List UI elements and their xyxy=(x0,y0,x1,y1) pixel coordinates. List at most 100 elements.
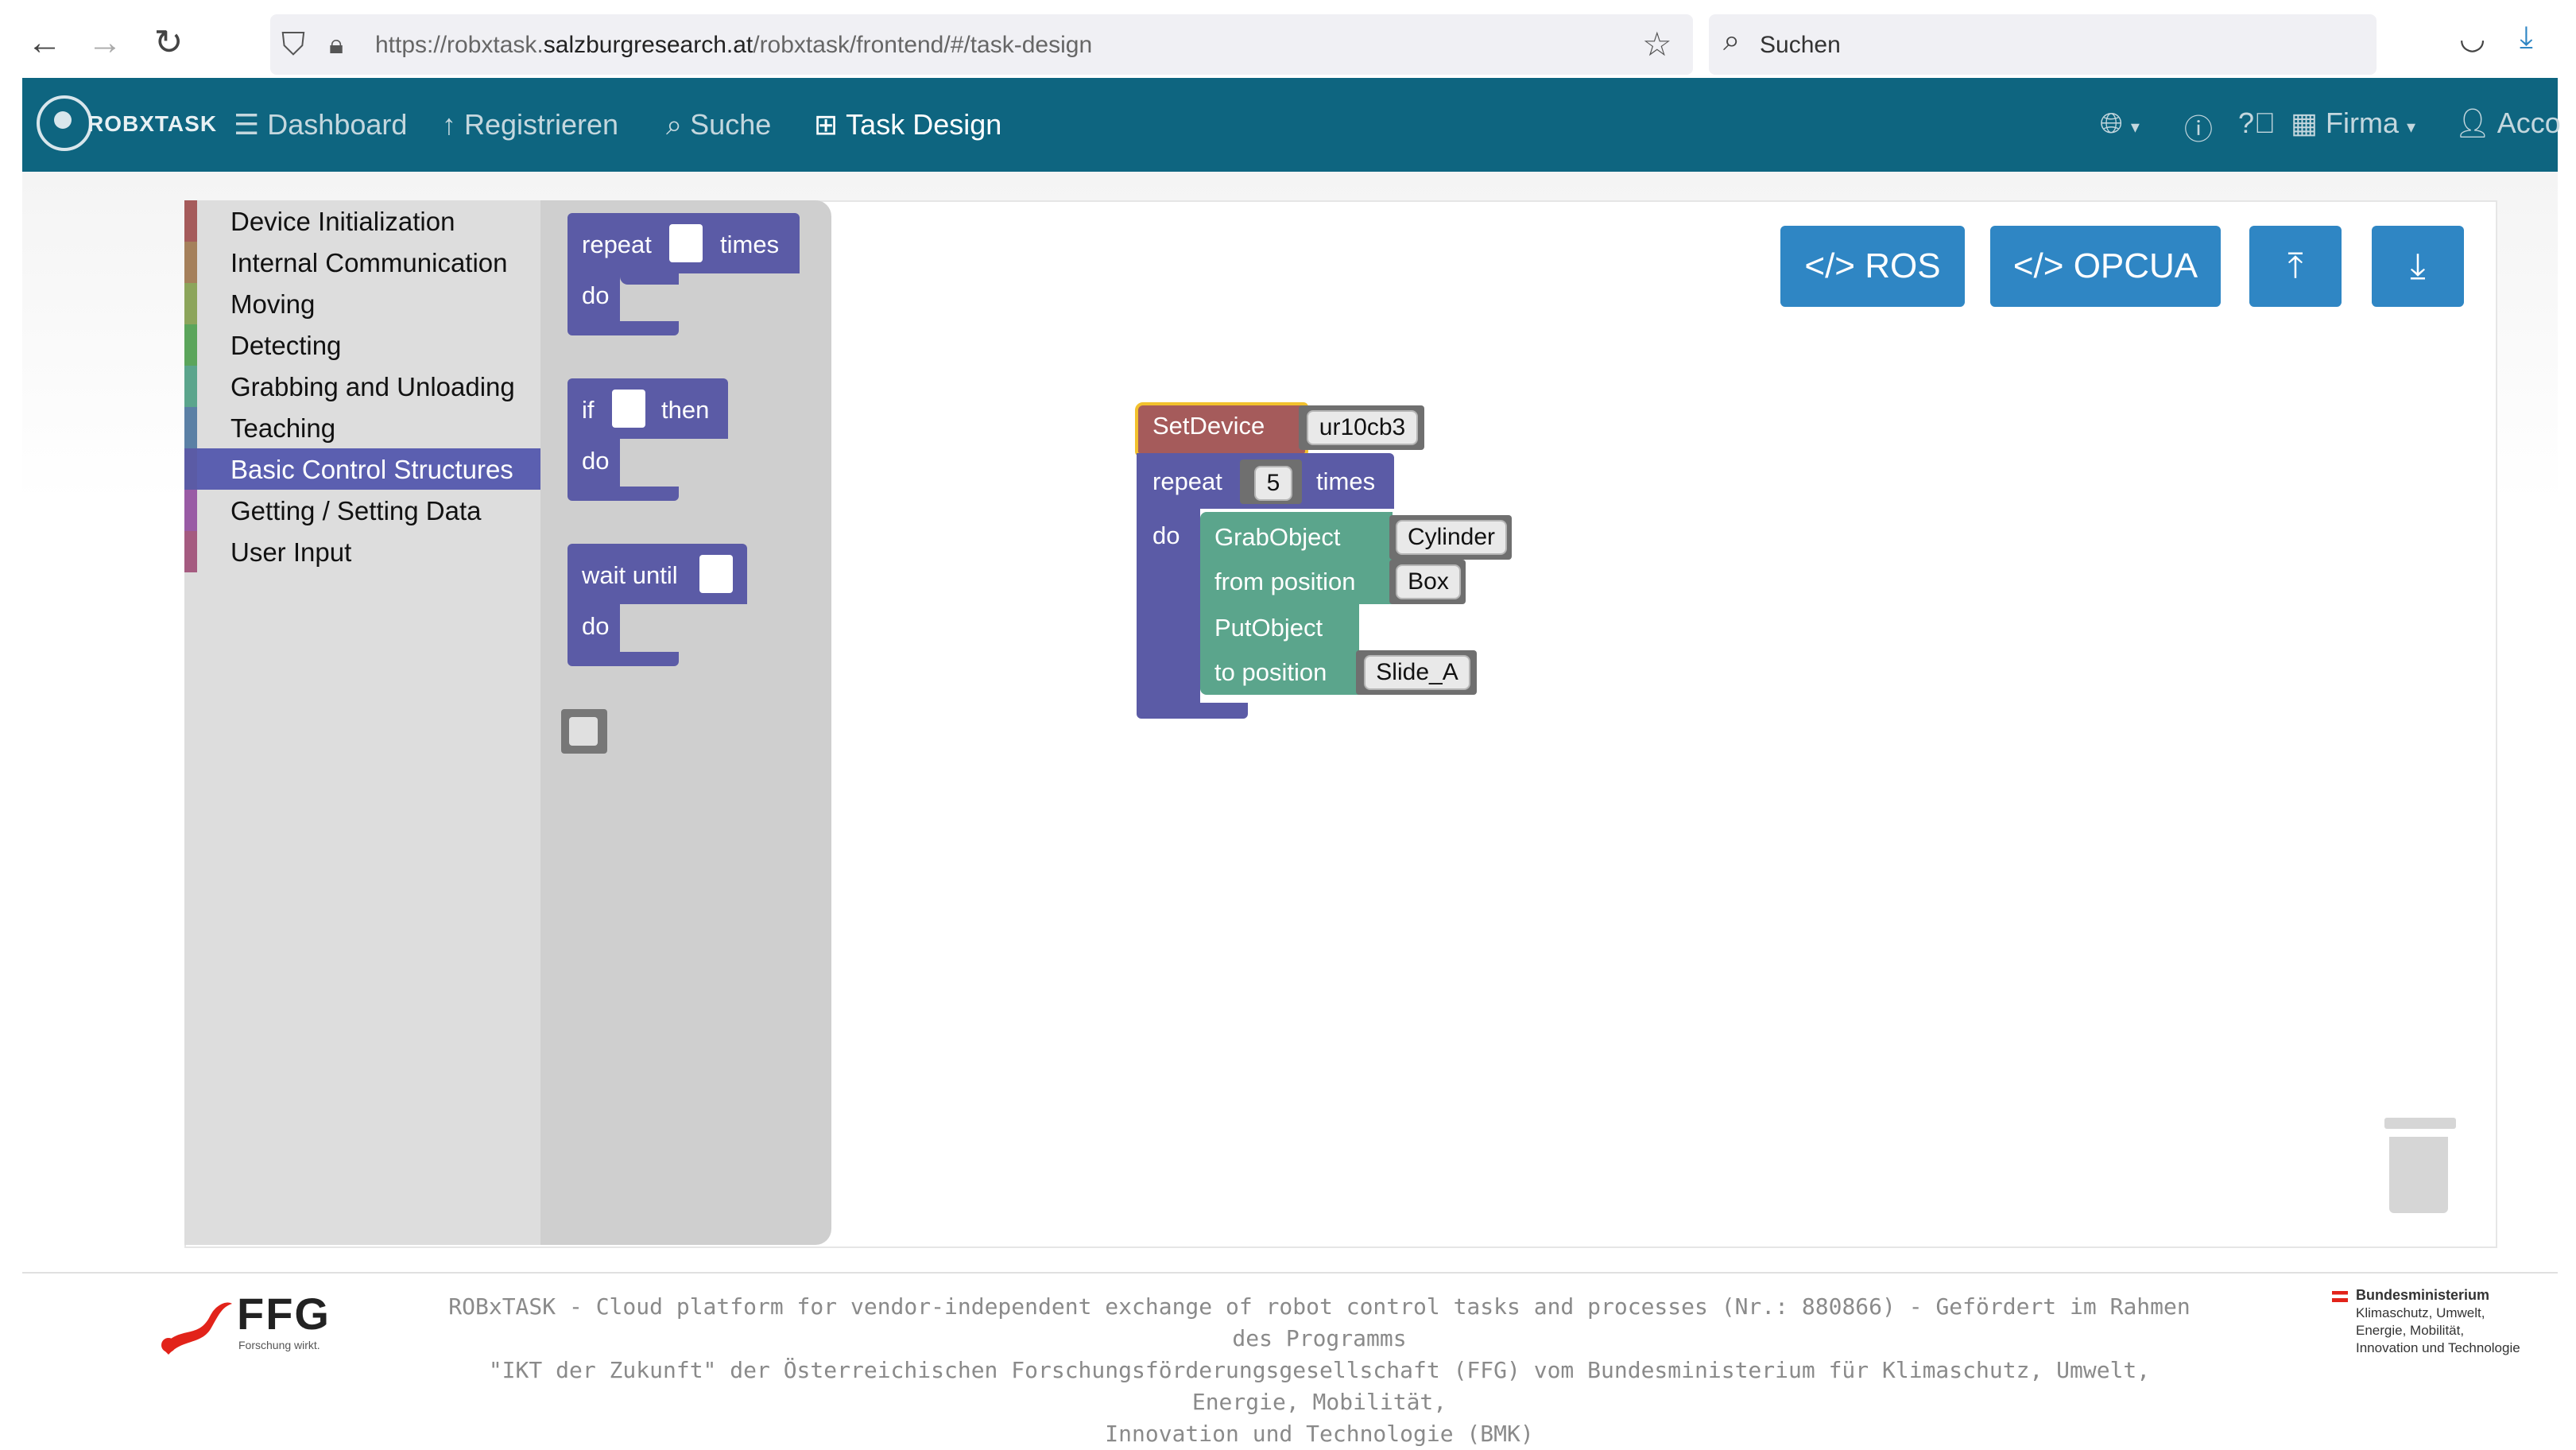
category-label: Getting / Setting Data xyxy=(230,496,482,525)
url-text[interactable]: https://robxtask.salzburgresearch.at/rob… xyxy=(375,32,1093,58)
category-grabbing-unloading[interactable]: Grabbing and Unloading xyxy=(184,366,540,407)
block-text-do: do xyxy=(582,281,610,309)
help-icon[interactable]: ?⃝ xyxy=(2238,107,2276,139)
list-icon: ☰ xyxy=(234,108,260,141)
category-user-input[interactable]: User Input xyxy=(184,531,540,572)
category-color-bar xyxy=(184,324,197,366)
nav-dashboard-label: Dashboard xyxy=(267,108,408,141)
trash-icon[interactable] xyxy=(2384,1118,2456,1213)
category-label: Basic Control Structures xyxy=(230,455,513,484)
nav-registrieren[interactable]: ↑Registrieren xyxy=(442,108,618,142)
nav-task-design-label: Task Design xyxy=(846,108,1002,141)
block-shape xyxy=(620,273,679,285)
block-text-wait-until: wait until xyxy=(582,561,678,589)
input-slot[interactable] xyxy=(612,390,645,428)
object-field[interactable]: Cylinder xyxy=(1396,520,1507,555)
category-label: Internal Communication xyxy=(230,248,508,277)
account-label: Acco xyxy=(2497,107,2561,139)
pocket-icon[interactable]: ◡ xyxy=(2459,22,2486,56)
category-label: Device Initialization xyxy=(230,207,455,236)
category-detecting[interactable]: Detecting xyxy=(184,324,540,366)
putobject-label: PutObject xyxy=(1214,614,1323,642)
export-opcua-button[interactable]: </> OPCUA xyxy=(1990,226,2221,307)
ffg-logo: FFG Forschung wirkt. xyxy=(154,1285,345,1364)
info-icon[interactable]: ⓘ xyxy=(2184,113,2214,145)
category-device-initialization[interactable]: Device Initialization xyxy=(184,200,540,242)
bmk-title: Bundesministerium xyxy=(2356,1287,2490,1303)
count-field[interactable]: 5 xyxy=(1254,466,1292,501)
nav-dashboard[interactable]: ☰Dashboard xyxy=(234,108,407,142)
shield-icon[interactable]: ⛉ xyxy=(281,27,305,62)
caret-down-icon: ▾ xyxy=(2130,117,2140,137)
putobject-block[interactable] xyxy=(1200,604,1359,695)
category-color-bar xyxy=(184,448,197,490)
ros-label: ROS xyxy=(1865,246,1941,285)
download-button[interactable]: ⤓ xyxy=(2372,226,2464,307)
block-shape xyxy=(567,321,679,335)
category-getting-setting-data[interactable]: Getting / Setting Data xyxy=(184,490,540,531)
bmk-line-3: Innovation und Technologie xyxy=(2356,1340,2520,1355)
input-slot xyxy=(569,717,598,746)
do-label: do xyxy=(1152,521,1180,549)
nav-suche-label: Suche xyxy=(690,108,772,141)
language-dropdown[interactable]: 🌐︎ ▾ xyxy=(2100,107,2140,141)
category-moving[interactable]: Moving xyxy=(184,283,540,324)
block-shape xyxy=(567,487,679,501)
category-basic-control-structures[interactable]: Basic Control Structures xyxy=(184,448,540,490)
category-label: Moving xyxy=(230,289,316,319)
input-slot[interactable] xyxy=(669,224,703,262)
code-icon: </> xyxy=(1804,246,1856,285)
account-menu[interactable]: 👤︎ Acco xyxy=(2454,107,2561,140)
browser-toolbar: ← → ↻ ⛉ 🔒︎ https://robxtask.salzburgrese… xyxy=(0,0,2576,79)
address-bar[interactable]: ⛉ 🔒︎ https://robxtask.salzburgresearch.a… xyxy=(270,14,1693,75)
category-color-bar xyxy=(184,531,197,572)
forward-arrow-icon[interactable]: → xyxy=(87,23,122,62)
to-field[interactable]: Slide_A xyxy=(1364,655,1470,690)
block-shape xyxy=(567,439,620,487)
block-text-times: times xyxy=(720,231,780,258)
category-teaching[interactable]: Teaching xyxy=(184,407,540,448)
back-arrow-icon[interactable]: ← xyxy=(27,23,62,62)
trash-lid xyxy=(2384,1118,2456,1129)
setdevice-block[interactable] xyxy=(1135,402,1308,456)
download-icon[interactable]: ⤓ xyxy=(2520,21,2533,54)
bmk-line-2: Energie, Mobilität, xyxy=(2356,1323,2465,1338)
nav-suche[interactable]: ⌕Suche xyxy=(666,108,771,142)
reload-icon[interactable]: ↻ xyxy=(153,23,184,62)
block-shape xyxy=(567,378,728,439)
repeat-block-bottom xyxy=(1137,703,1248,719)
ffg-name: FFG xyxy=(237,1289,331,1339)
opcua-label: OPCUA xyxy=(2073,246,2198,285)
footer-line-1: ROBxTASK - Cloud platform for vendor-ind… xyxy=(448,1293,2191,1351)
brand-logo[interactable]: ROBXTASK xyxy=(33,92,216,156)
block-text-repeat: repeat xyxy=(582,231,652,258)
to-position-label: to position xyxy=(1214,658,1327,686)
footer-text: ROBxTASK - Cloud platform for vendor-ind… xyxy=(429,1291,2210,1450)
upload-button[interactable]: ⤒ xyxy=(2249,226,2342,307)
nav-task-design[interactable]: ⊞Task Design xyxy=(814,108,1001,142)
bookmark-star-icon[interactable]: ☆ xyxy=(1642,25,1672,63)
app-navbar: ROBXTASK ☰Dashboard ↑Registrieren ⌕Suche… xyxy=(22,78,2561,172)
repeat-block-body xyxy=(1137,509,1200,703)
nav-registrieren-label: Registrieren xyxy=(464,108,619,141)
block-text-then: then xyxy=(661,396,710,424)
block-shape xyxy=(567,604,620,652)
search-icon: ⌕ xyxy=(666,108,683,141)
firma-dropdown[interactable]: ▦ Firma ▾ xyxy=(2291,107,2415,140)
export-ros-button[interactable]: </> ROS xyxy=(1780,226,1965,307)
lock-icon[interactable]: 🔒︎ xyxy=(329,29,344,60)
block-text-if: if xyxy=(582,396,595,424)
trash-bin xyxy=(2389,1137,2448,1213)
from-field[interactable]: Box xyxy=(1396,564,1461,599)
category-internal-communication[interactable]: Internal Communication xyxy=(184,242,540,283)
category-color-bar xyxy=(184,200,197,242)
grabobject-block[interactable] xyxy=(1200,512,1393,604)
search-placeholder: Suchen xyxy=(1760,32,1841,58)
device-field[interactable]: ur10cb3 xyxy=(1307,410,1418,445)
input-slot[interactable] xyxy=(699,555,733,593)
code-icon: </> xyxy=(2012,246,2064,285)
ffg-swirl-icon xyxy=(161,1302,232,1355)
upload-icon: ⤒ xyxy=(2287,246,2303,285)
search-bar[interactable]: ⌕ Suchen xyxy=(1709,14,2377,75)
repeat-label: repeat xyxy=(1152,467,1222,495)
